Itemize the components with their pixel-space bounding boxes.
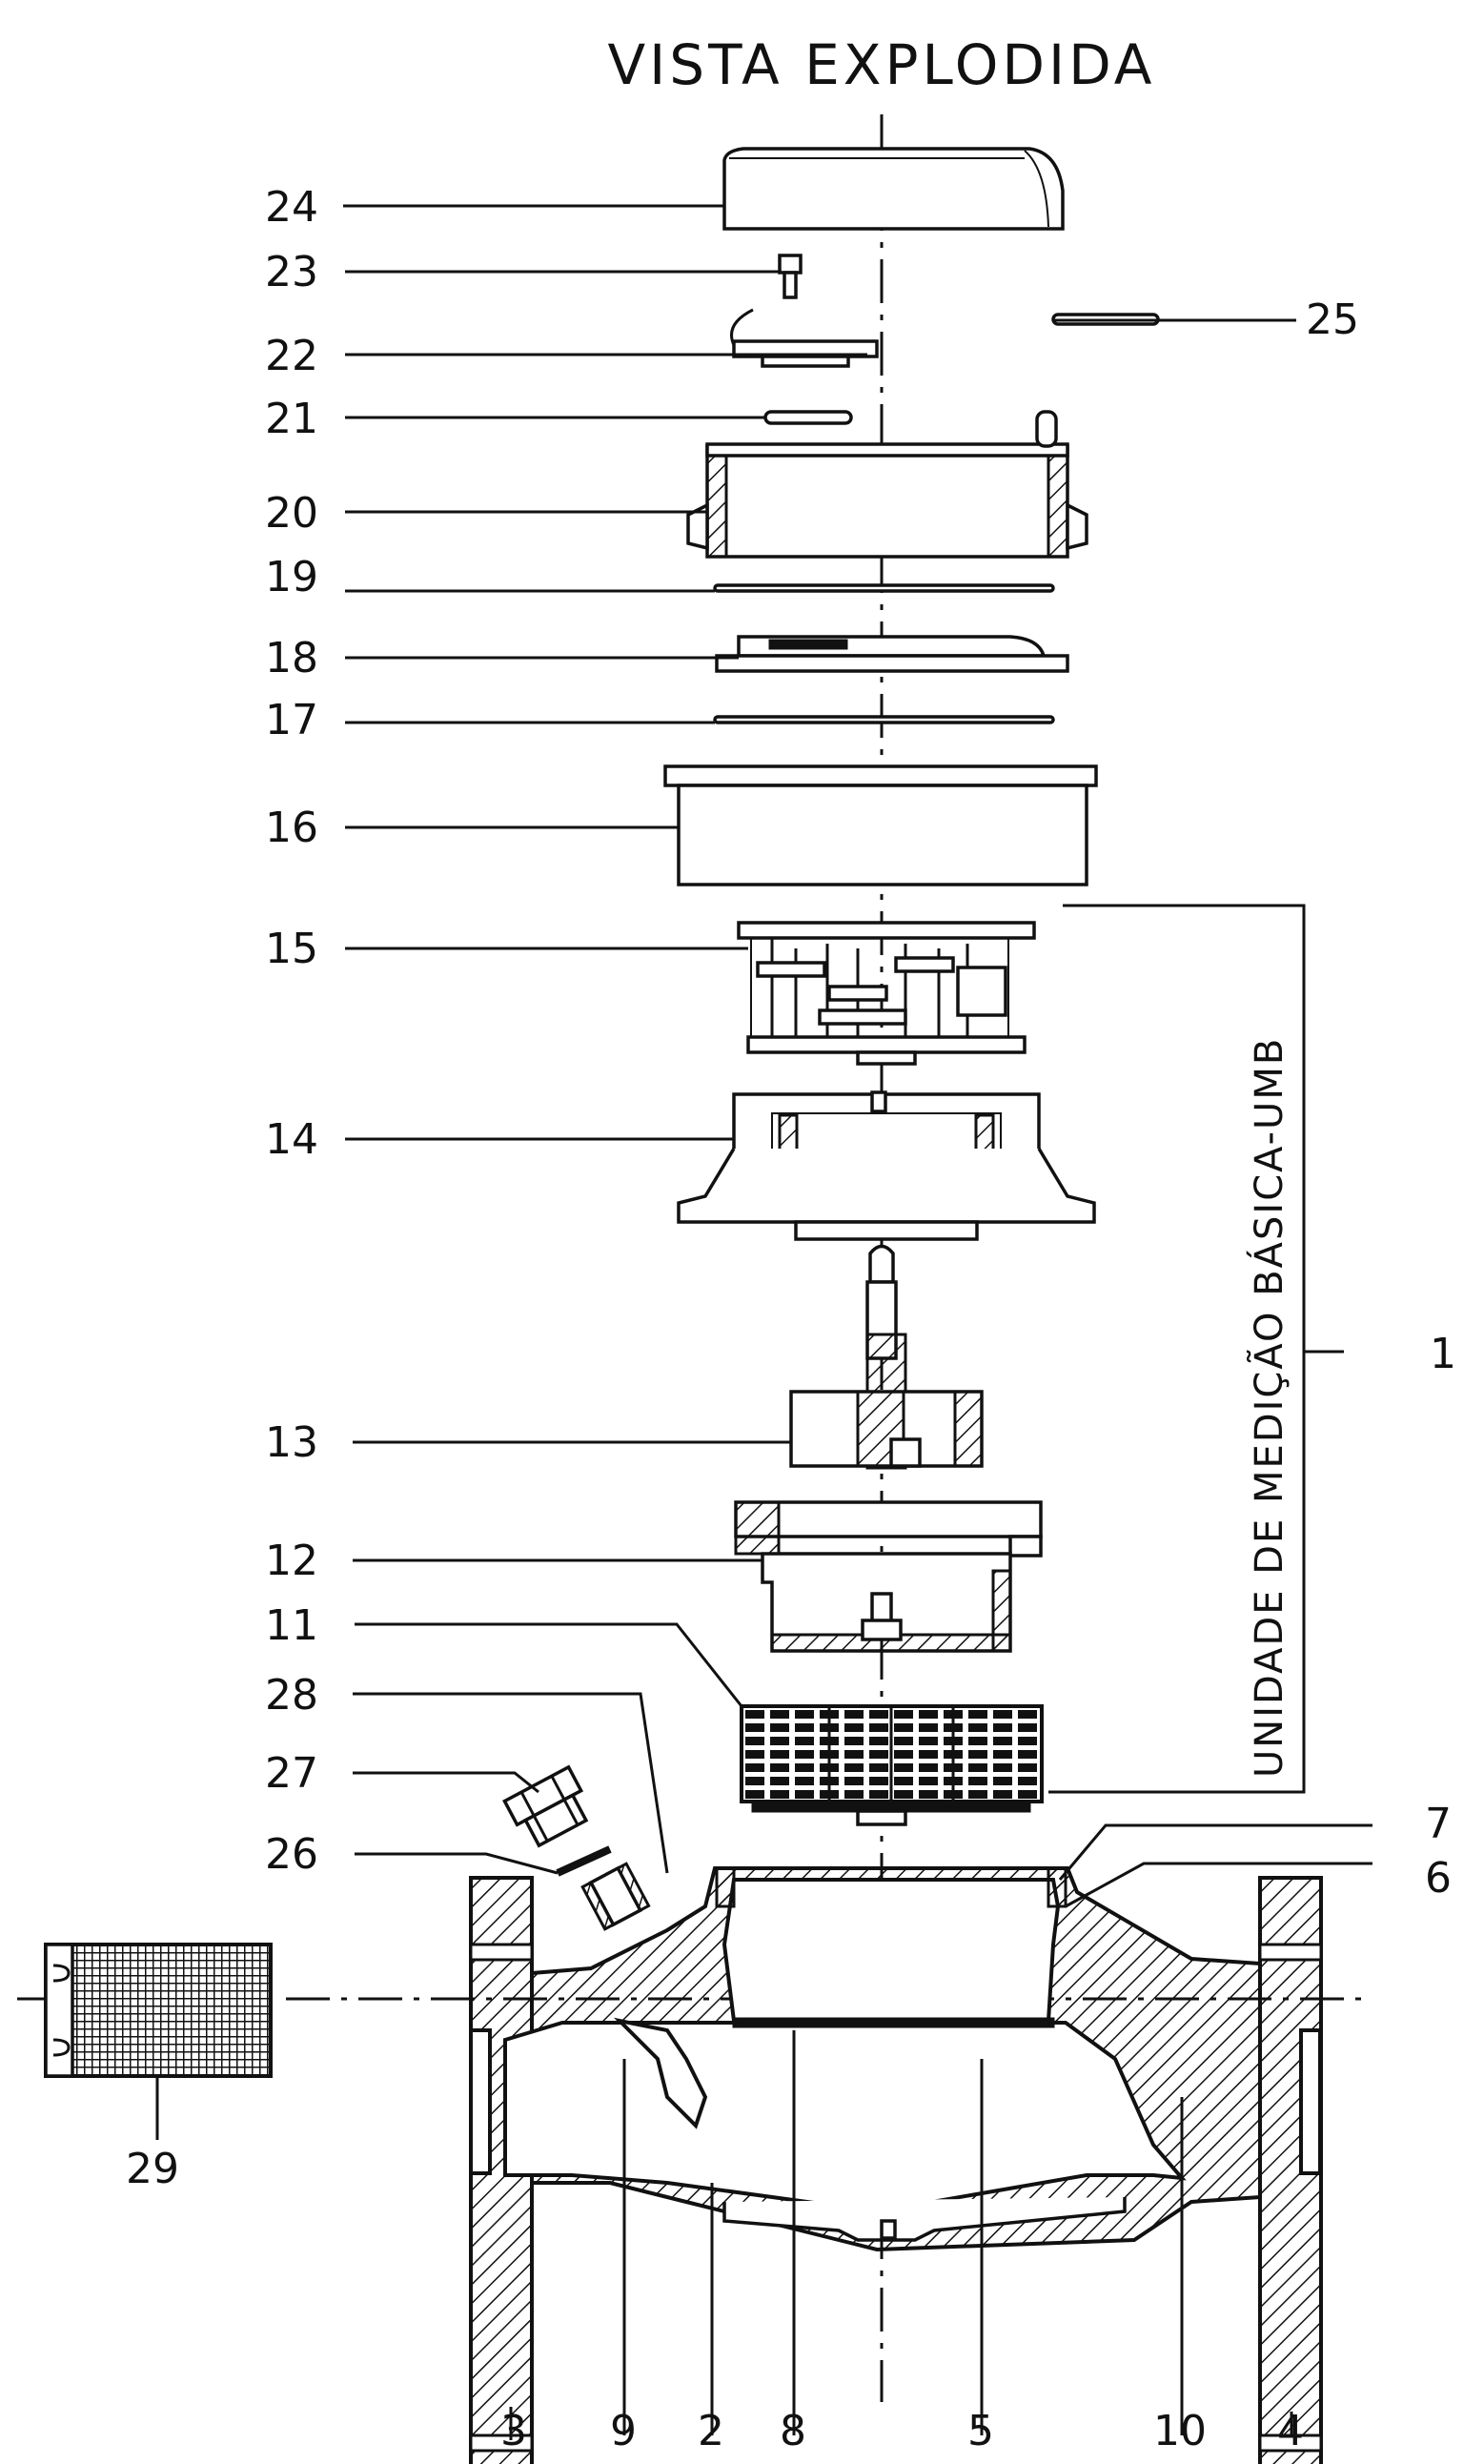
label-14: 14 [265,1115,318,1164]
meter-body [469,1866,1323,2464]
label-26: 26 [265,1830,318,1879]
label-9: 9 [610,2407,637,2455]
part-15-register-mechanism [737,921,1036,1066]
label-19: 19 [265,553,318,601]
label-29: 29 [126,2145,179,2193]
label-12: 12 [265,1537,318,1585]
part-22-clip [730,308,879,368]
part-26-pin [556,1845,612,1877]
label-4: 4 [1277,2407,1304,2455]
label-3: 3 [500,2407,527,2455]
umb-side-label: UNIDADE DE MEDIÇÃO BÁSICA-UMB [1246,1037,1291,1778]
part-13-rotor [789,1244,984,1470]
label-20: 20 [265,489,318,538]
label-22: 22 [265,332,318,380]
part-11-strainer [740,1704,1044,1826]
part-18-plate [715,635,1069,673]
part-23-screw [778,254,803,299]
label-21: 21 [265,395,318,443]
part-16-register-housing [663,764,1098,886]
label-8: 8 [780,2407,806,2455]
label-28: 28 [265,1671,318,1720]
part-12-chamber-base [734,1500,1043,1668]
label-16: 16 [265,804,318,852]
drawing-title: VISTA EXPLODIDA [608,32,1156,97]
label-1: 1 [1430,1330,1456,1378]
label-17: 17 [265,696,318,744]
part-28-sleeve [580,1862,651,1931]
label-24: 24 [265,183,318,232]
part-20-housing [686,410,1088,559]
label-6: 6 [1425,1854,1452,1903]
part-17-gasket [713,715,1055,724]
part-24-cover [722,147,1065,231]
part-21-ring [763,410,853,425]
part-29-external-strainer [17,1943,273,2078]
leader-lines [155,204,1372,2440]
part-14-chamber [677,1090,1096,1241]
label-11: 11 [265,1601,318,1650]
label-18: 18 [265,634,318,682]
part-19-gasket [713,583,1055,593]
part-27-nut [502,1764,589,1848]
part-number-labels: 24 23 25 22 21 20 19 18 17 16 15 14 1 13… [126,183,1456,2455]
label-10: 10 [1153,2407,1207,2455]
label-5: 5 [967,2407,994,2455]
label-27: 27 [265,1749,318,1798]
label-23: 23 [265,248,318,296]
label-13: 13 [265,1418,318,1467]
label-7: 7 [1425,1800,1452,1848]
label-2: 2 [698,2407,724,2455]
label-15: 15 [265,925,318,973]
label-25: 25 [1306,295,1359,344]
